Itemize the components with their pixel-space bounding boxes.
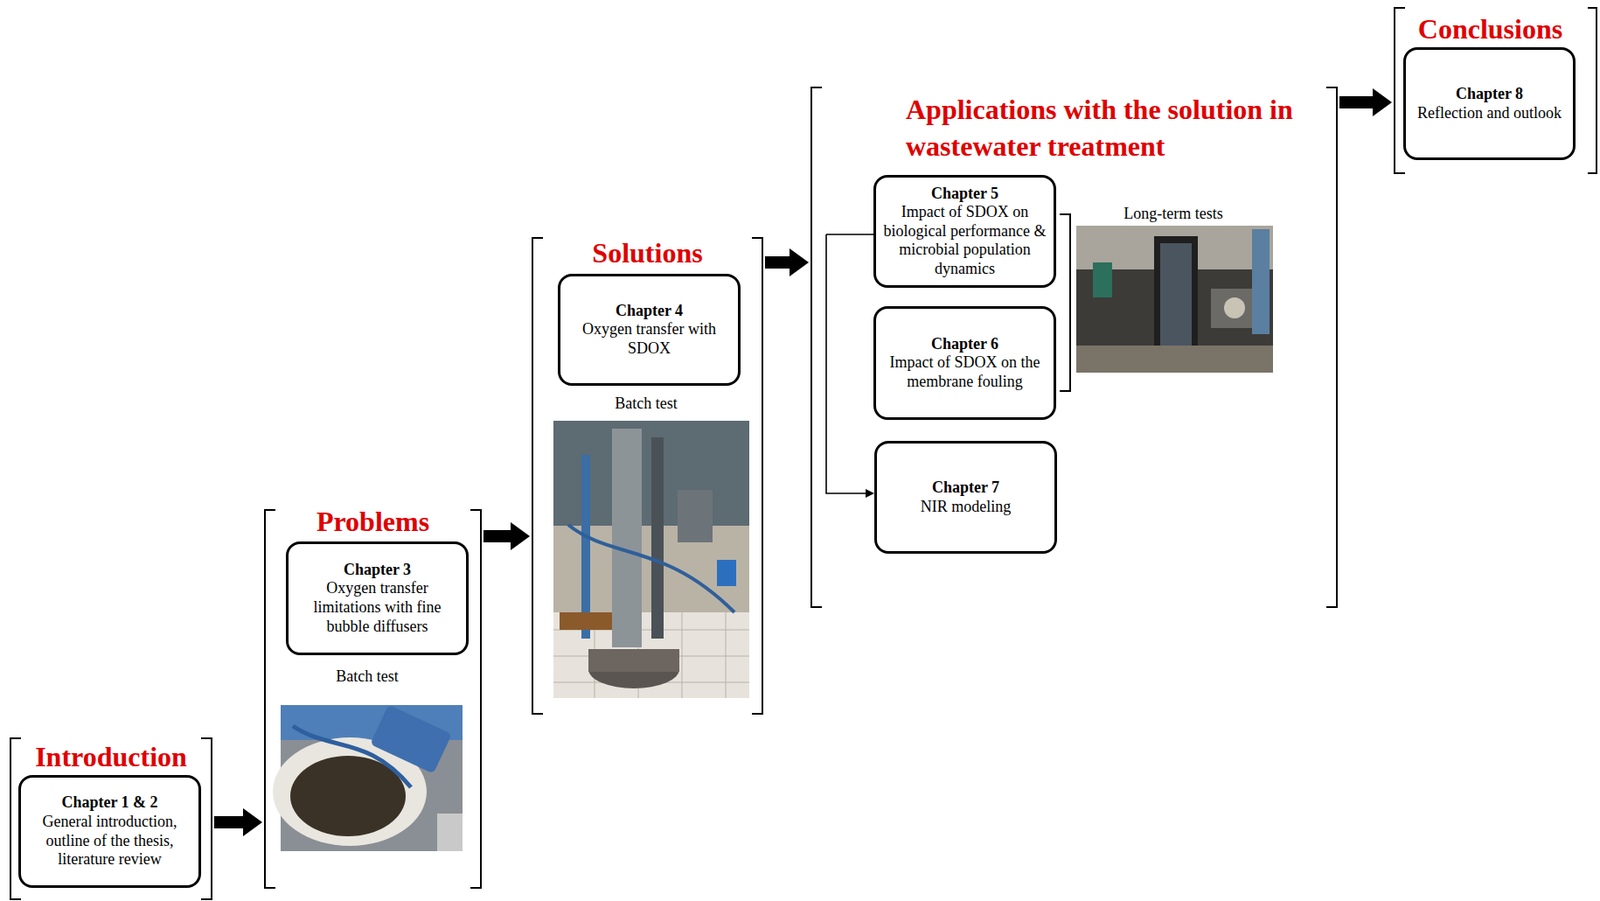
chapter-box: Chapter 7NIR modeling xyxy=(874,440,1058,554)
block-arrow xyxy=(214,807,263,836)
chapter-description: NIR modeling xyxy=(920,497,1012,517)
bracket xyxy=(751,237,763,714)
photo-meter xyxy=(1092,262,1113,298)
chapter-description: Oxygen transfer with SDOX xyxy=(565,320,733,358)
section-group: Applications with the solution in wastew… xyxy=(811,87,1337,607)
photo-ground xyxy=(553,420,750,698)
chapter-box: Chapter 5Impact of SDOX on biological pe… xyxy=(873,174,1057,288)
block-arrow xyxy=(765,248,809,277)
photo-ground xyxy=(1076,225,1274,373)
chapter-number: Chapter 4 xyxy=(615,301,683,321)
bracket xyxy=(1587,7,1597,174)
section-group: IntroductionChapter 1 & 2General introdu… xyxy=(10,737,212,899)
section-heading: Applications with the solution in wastew… xyxy=(905,90,1335,165)
fork-line xyxy=(826,234,874,494)
photo-part xyxy=(677,489,713,543)
photo-batch-test xyxy=(272,703,463,851)
chapter-description: Impact of SDOX on the membrane fouling xyxy=(881,353,1049,391)
chapter-box: Chapter 6Impact of SDOX on the membrane … xyxy=(873,306,1057,420)
photo-part xyxy=(559,612,613,630)
bracket xyxy=(811,87,822,607)
photo-caption: Long-term tests xyxy=(1121,204,1225,224)
chapter-description: Reflection and outlook xyxy=(1417,104,1562,124)
photo-column xyxy=(612,428,642,647)
section-group: ConclusionsChapter 8Reflection and outlo… xyxy=(1394,7,1597,174)
small-bracket xyxy=(1059,214,1071,391)
photo-bucket xyxy=(716,559,737,586)
section-group: SolutionsChapter 4Oxygen transfer with S… xyxy=(532,237,763,714)
block-arrow xyxy=(1339,88,1392,117)
bracket xyxy=(1326,87,1337,607)
photo-reactor xyxy=(1154,236,1198,359)
chapter-number: Chapter 7 xyxy=(932,478,1000,498)
section-brackets xyxy=(10,7,1597,899)
chapter-number: Chapter 3 xyxy=(343,560,411,580)
bracket xyxy=(532,237,543,714)
photo-sdox-setup xyxy=(553,420,750,698)
chapter-box: Chapter 1 & 2General introduction, outli… xyxy=(18,774,202,888)
section-heading: Introduction xyxy=(10,740,212,773)
photo-hose xyxy=(568,524,735,613)
chapter-number: Chapter 5 xyxy=(931,184,999,204)
chapter-description: General introduction, outline of the the… xyxy=(26,812,194,870)
section-heading: Solutions xyxy=(532,236,763,269)
photo-reactor xyxy=(1160,243,1192,348)
chapter-description: Impact of SDOX on biological performance… xyxy=(881,202,1049,279)
chapter-number: Chapter 6 xyxy=(931,334,999,355)
photo-bench xyxy=(1076,345,1274,373)
bracket xyxy=(470,509,481,888)
chapter-box: Chapter 4Oxygen transfer with SDOX xyxy=(557,273,741,386)
chapter-number: Chapter 1 & 2 xyxy=(61,793,158,813)
chapter-number: Chapter 8 xyxy=(1455,84,1524,105)
photo-pump xyxy=(1224,297,1246,319)
chapter-description: Oxygen transfer limitations with fine bu… xyxy=(293,578,461,636)
photo-caption: Batch test xyxy=(333,667,400,687)
photo-vessel xyxy=(588,649,680,689)
photo-caption: Batch test xyxy=(612,394,679,414)
fork-arrowhead xyxy=(865,488,875,498)
photo-pump xyxy=(1210,288,1260,328)
photo-pipe xyxy=(581,454,591,639)
photo-pipe xyxy=(651,437,664,639)
photo-long-term-tests xyxy=(1076,225,1274,373)
fork-line xyxy=(826,233,874,236)
section-heading: Problems xyxy=(264,505,481,537)
bracket xyxy=(264,509,276,888)
block-arrow xyxy=(483,521,530,550)
chapter-box: Chapter 8Reflection and outlook xyxy=(1403,47,1576,160)
photo-part xyxy=(437,813,463,851)
photo-vessel xyxy=(588,648,680,672)
chapter-box: Chapter 3Oxygen transfer limitations wit… xyxy=(285,541,469,655)
photo-hose xyxy=(292,725,411,787)
bracket xyxy=(201,737,212,899)
section-heading: Conclusions xyxy=(1394,13,1587,45)
section-group: ProblemsChapter 3Oxygen transfer limitat… xyxy=(264,509,481,888)
fork-line xyxy=(826,234,866,494)
photo-part xyxy=(1252,229,1270,334)
